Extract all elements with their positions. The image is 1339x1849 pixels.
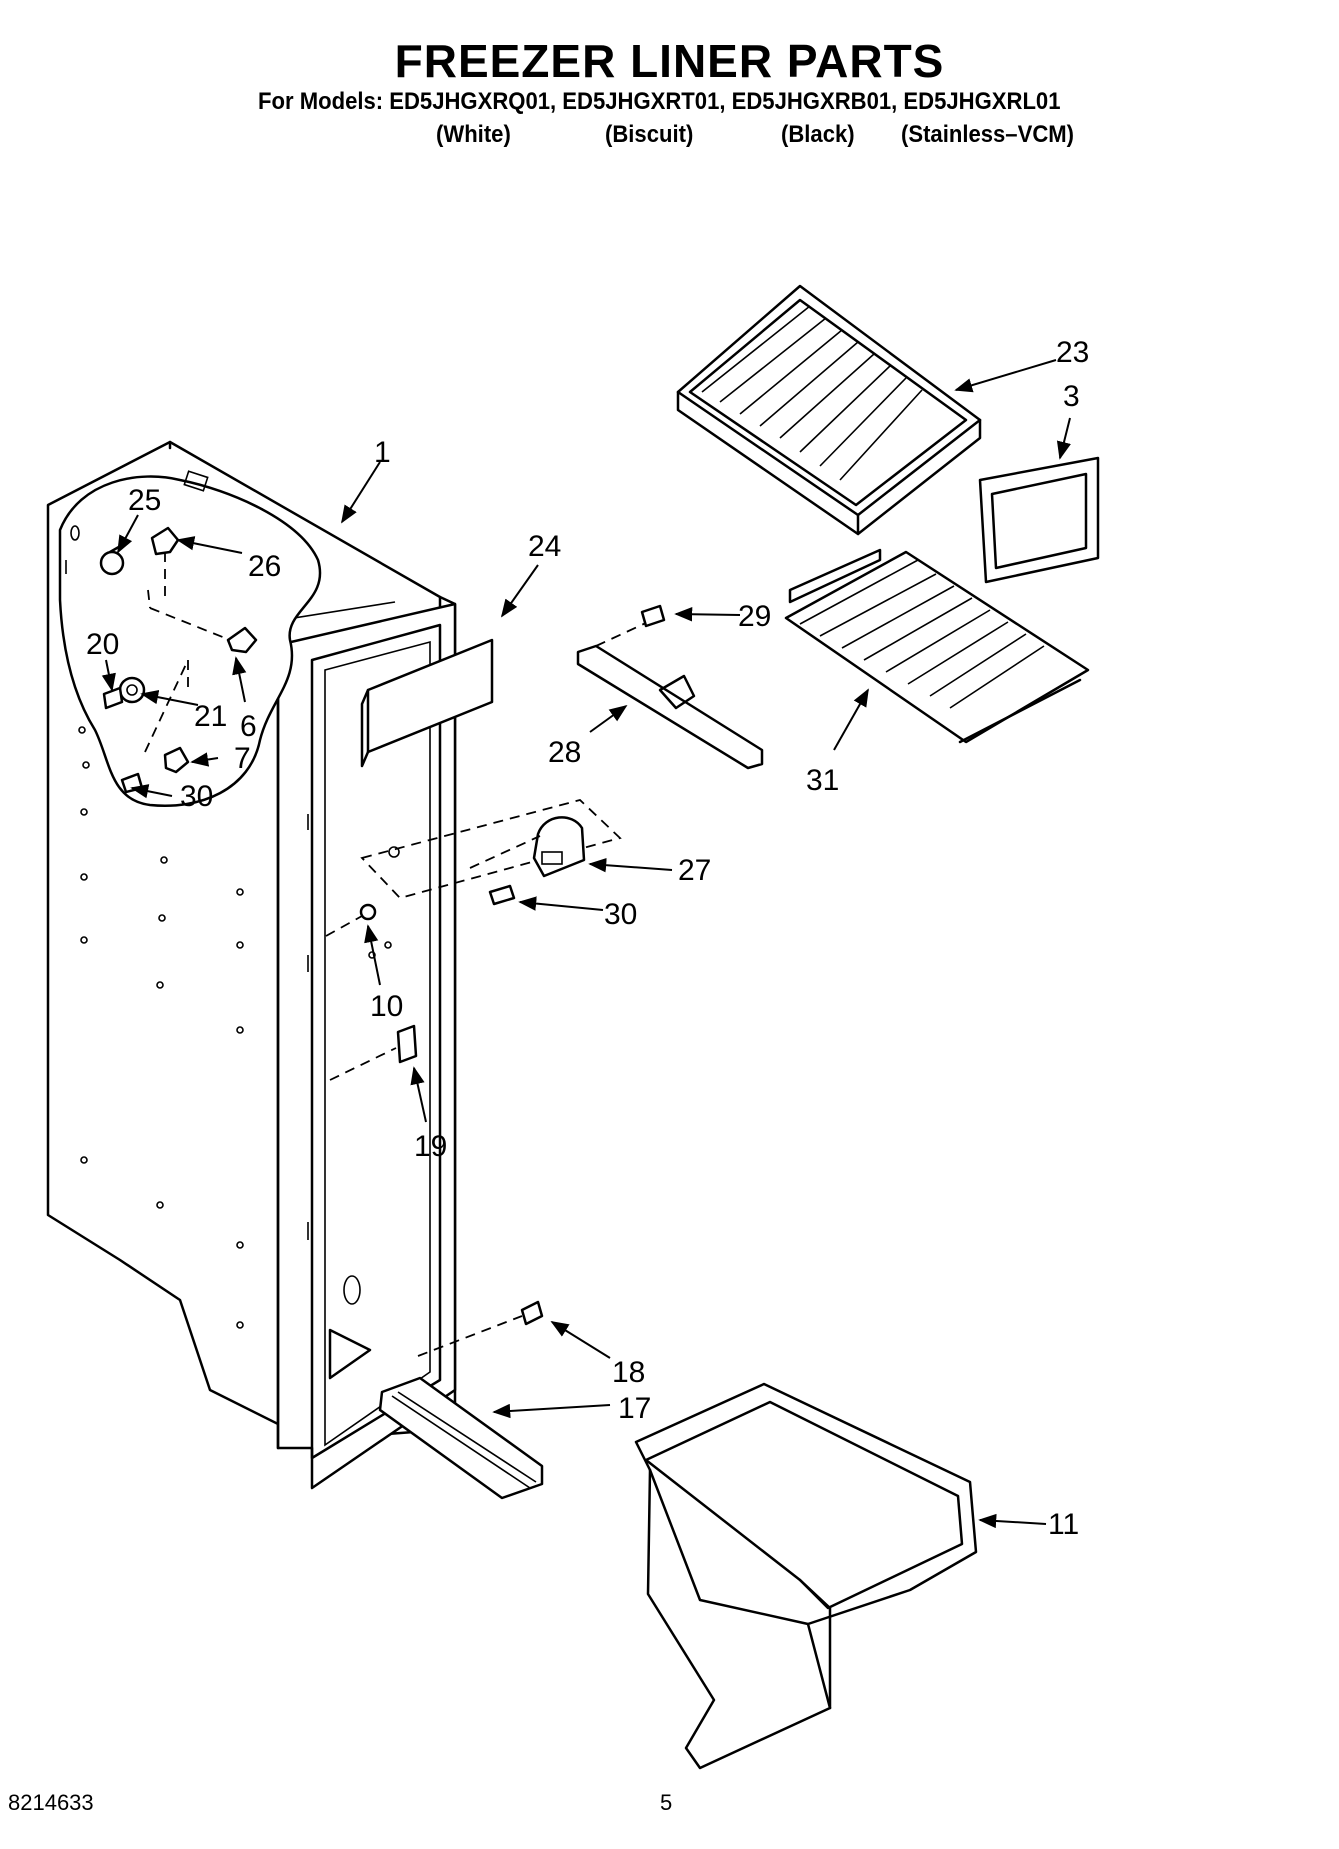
- callout-7: 7: [234, 742, 251, 775]
- callout-20: 20: [86, 628, 119, 661]
- callout-30b: 30: [604, 898, 637, 931]
- callout-29: 29: [738, 600, 771, 633]
- color-biscuit: (Biscuit): [605, 121, 694, 148]
- callout-18: 18: [612, 1356, 645, 1389]
- callout-11: 11: [1048, 1508, 1079, 1541]
- callout-6: 6: [240, 710, 257, 743]
- part-10-and-19: [325, 903, 418, 1081]
- panel-part-24: [360, 638, 494, 768]
- color-stainless: (Stainless–VCM): [901, 121, 1075, 148]
- glass-part-3: [978, 456, 1100, 584]
- rail-part-28: [576, 604, 764, 770]
- callout-3: 3: [1063, 380, 1080, 413]
- callout-31: 31: [806, 764, 839, 797]
- callout-24: 24: [528, 530, 561, 563]
- bin-part-11: [634, 1382, 978, 1770]
- page-number: 5: [660, 1790, 673, 1815]
- shelf-part-23: [676, 284, 982, 536]
- callout-17: 17: [618, 1392, 651, 1425]
- freezer-liner-part-1: [46, 440, 457, 1490]
- callout-23: 23: [1056, 336, 1089, 369]
- callout-27: 27: [678, 854, 711, 887]
- bracket-part-27: [360, 799, 622, 906]
- callout-1: 1: [374, 436, 391, 469]
- color-white: (White): [436, 121, 511, 148]
- document-number: 8214633: [8, 1790, 94, 1815]
- callout-numbers: 1 23 3 24 29 28 31 27 30 10 19 18 17 11 …: [86, 336, 1089, 1541]
- callout-28: 28: [548, 736, 581, 769]
- callout-26: 26: [248, 550, 281, 583]
- callout-25: 25: [128, 484, 161, 517]
- callout-30a: 30: [180, 780, 213, 813]
- callout-21: 21: [194, 700, 227, 733]
- side-panel-holes: [78, 726, 244, 1329]
- callout-19: 19: [414, 1130, 447, 1163]
- color-black: (Black): [781, 121, 855, 148]
- page-title: FREEZER LINER PARTS: [394, 35, 945, 87]
- wire-shelf-part-31: [784, 548, 1090, 744]
- models-line: For Models: ED5JHGXRQ01, ED5JHGXRT01, ED…: [258, 88, 1061, 115]
- leader-arrows: [101, 359, 1071, 1529]
- vent-grille-part-17: [378, 1300, 544, 1500]
- callout-10: 10: [370, 990, 403, 1023]
